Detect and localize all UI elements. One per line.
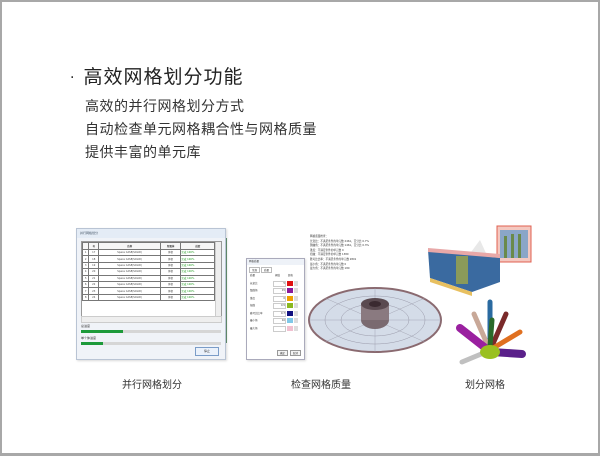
title-text: 高效网格划分功能 [83, 66, 244, 88]
point-3: 提供丰富的单元库 [85, 145, 201, 161]
vertical-scrollbar[interactable] [215, 242, 221, 316]
bullet-dot: · [70, 69, 76, 86]
mesh-model-images [428, 225, 532, 365]
quality-row[interactable]: 最大角 [247, 325, 304, 333]
dialog-title: 并行网格划分 [77, 229, 225, 238]
cancel-button[interactable]: 取消 [289, 350, 301, 356]
horizontal-scrollbar[interactable] [81, 316, 222, 323]
caption-parallel-meshing: 并行网格划分 [122, 380, 182, 391]
ok-button[interactable]: 确定 [276, 350, 288, 356]
stop-button[interactable]: 停止 [195, 347, 219, 356]
single-progress-label: 单个体进度 [81, 336, 97, 340]
caption-meshing: 划分网格 [465, 380, 505, 391]
tab-quality[interactable]: 质量 [261, 267, 273, 273]
single-progress-bar [81, 342, 221, 345]
point-2: 自动检查单元网格耦合性与网格质量 [85, 122, 317, 138]
total-progress-bar [81, 330, 221, 333]
slide-title: · 高效网格划分功能 [70, 62, 243, 89]
caption-check-quality: 检查网格质量 [291, 380, 351, 391]
quality-notes: 网格质量检查：长宽比：不满足条件的单元数 2461，百分比 0.7%翘曲角：不满… [310, 235, 369, 271]
dialog-title: 网格质量 [247, 259, 304, 265]
tab-general[interactable]: 常规 [249, 267, 261, 273]
point-1: 高效的并行网格划分方式 [85, 99, 245, 115]
total-progress-label: 总进度 [81, 324, 91, 328]
disc-mesh-image [308, 287, 442, 353]
